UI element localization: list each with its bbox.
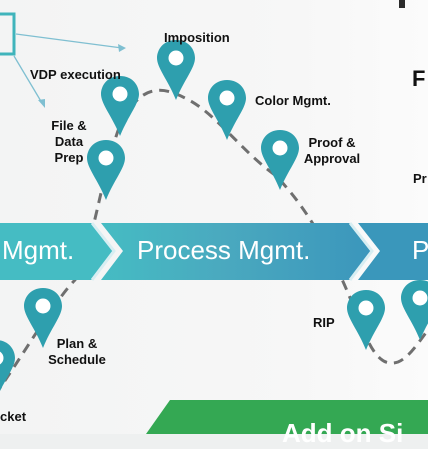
imposition-label: Imposition xyxy=(164,30,230,45)
process-band xyxy=(0,222,428,281)
proof-approval-line-2: Approval xyxy=(303,151,361,166)
right-heading: F xyxy=(412,66,426,91)
rip-label: RIP xyxy=(313,315,335,330)
ticket-pin-icon xyxy=(0,340,15,400)
ticket-label: cket xyxy=(0,409,27,424)
file-data-prep-line-2: Data xyxy=(54,134,84,149)
band-left-label: Mgmt. xyxy=(2,235,75,265)
proof-approval-line-1: Proof & xyxy=(308,135,356,150)
right-bar xyxy=(399,0,405,8)
plan-schedule-line-2: Schedule xyxy=(48,352,106,367)
proof-approval-pin-icon xyxy=(261,130,299,190)
background xyxy=(0,0,428,434)
proof-approval-label: Proof & Approval xyxy=(299,135,365,167)
rip-next-pin-icon xyxy=(401,280,428,340)
source-box xyxy=(0,12,16,56)
rip-pin-icon xyxy=(347,290,385,350)
color-mgmt-label: Color Mgmt. xyxy=(255,93,331,108)
bottom-bar xyxy=(146,400,428,434)
plan-schedule-label: Plan & Schedule xyxy=(40,336,114,368)
band-right-label: P xyxy=(412,235,428,265)
vdp-execution-label: VDP execution xyxy=(30,67,121,82)
color-mgmt-pin-icon xyxy=(208,80,246,140)
arrow-icon xyxy=(13,33,126,108)
band-middle-label: Process Mgmt. xyxy=(137,235,311,265)
right-subtext: Pr xyxy=(413,171,427,186)
plan-schedule-line-1: Plan & xyxy=(56,336,98,351)
diagram-canvas xyxy=(0,0,428,434)
file-data-prep-line-1: File & xyxy=(51,118,87,133)
file-data-prep-label: File & Data Prep xyxy=(44,118,94,166)
vdp-execution-pin-icon xyxy=(101,76,139,136)
file-data-prep-line-3: Prep xyxy=(54,150,84,165)
